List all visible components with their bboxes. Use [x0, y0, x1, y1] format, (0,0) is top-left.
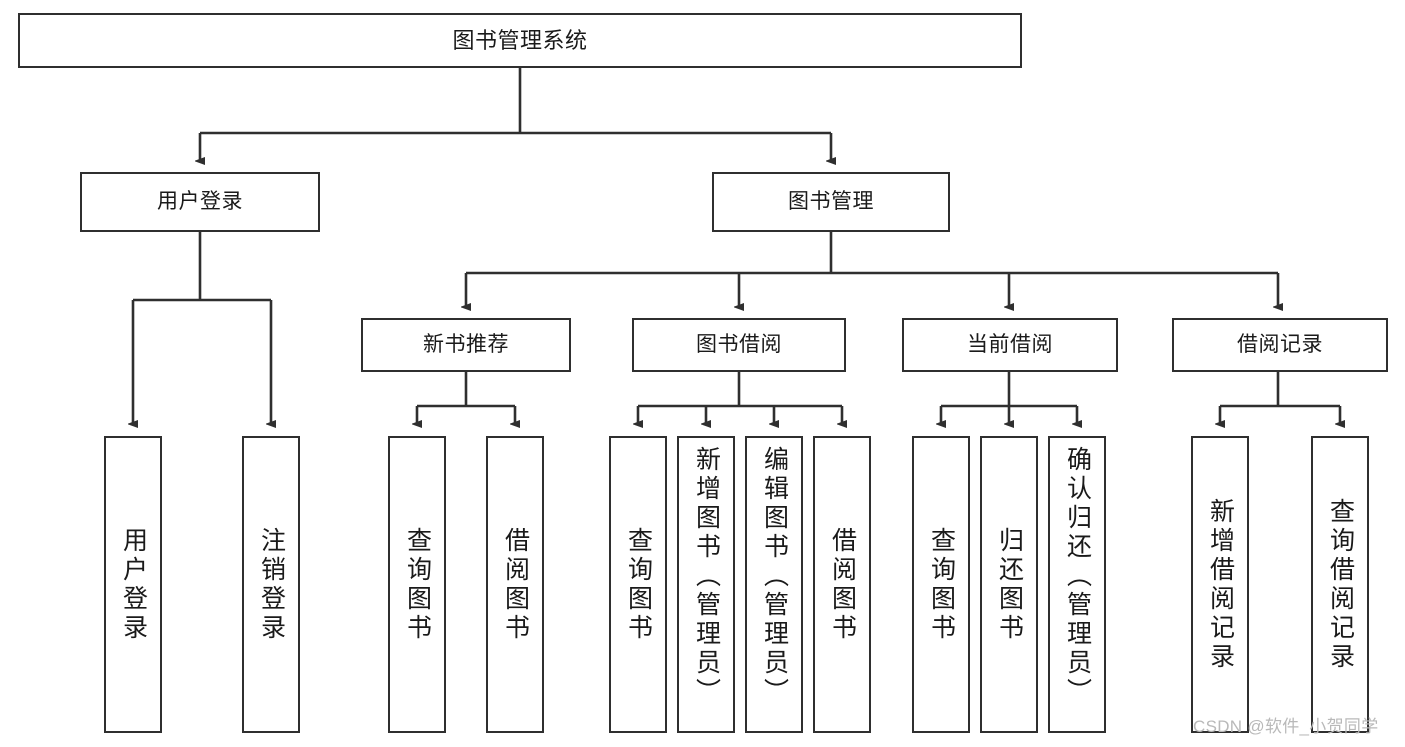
node-user-login[interactable]: 用户登录	[80, 172, 320, 232]
node-label: 新书推荐	[423, 332, 509, 356]
node-leaf-user-login[interactable]: 用户登录	[104, 436, 162, 733]
node-label: 借阅记录	[1237, 332, 1323, 356]
node-label: 图书管理系统	[452, 27, 588, 53]
node-leaf-user-logout[interactable]: 注销登录	[242, 436, 300, 733]
node-label: 查询借阅记录	[1326, 497, 1355, 672]
node-label: 用户登录	[157, 189, 243, 213]
node-label: 当前借阅	[967, 332, 1053, 356]
node-label: 借阅图书	[501, 526, 530, 643]
node-new-book-recommend[interactable]: 新书推荐	[361, 318, 571, 372]
node-label: 用户登录	[119, 526, 148, 643]
node-leaf-query-book-3[interactable]: 查询图书	[912, 436, 970, 733]
node-leaf-query-book-2[interactable]: 查询图书	[609, 436, 667, 733]
node-label: 查询图书	[403, 526, 432, 643]
node-leaf-edit-book[interactable]: 编辑图书（管理员）	[745, 436, 803, 733]
node-label: 查询图书	[927, 526, 956, 643]
node-label: 查询图书	[624, 526, 653, 643]
node-borrow-record[interactable]: 借阅记录	[1172, 318, 1388, 372]
node-leaf-borrow-book-2[interactable]: 借阅图书	[813, 436, 871, 733]
node-label: 编辑图书（管理员）	[760, 446, 789, 707]
node-leaf-query-record[interactable]: 查询借阅记录	[1311, 436, 1369, 733]
node-leaf-query-book-1[interactable]: 查询图书	[388, 436, 446, 733]
node-label: 图书管理	[788, 189, 874, 213]
node-label: 新增图书（管理员）	[692, 446, 721, 707]
node-label: 借阅图书	[828, 526, 857, 643]
node-label: 新增借阅记录	[1206, 497, 1235, 672]
node-current-borrow[interactable]: 当前借阅	[902, 318, 1118, 372]
node-book-borrow[interactable]: 图书借阅	[632, 318, 846, 372]
node-leaf-return-book[interactable]: 归还图书	[980, 436, 1038, 733]
node-leaf-add-book[interactable]: 新增图书（管理员）	[677, 436, 735, 733]
node-label: 归还图书	[995, 526, 1024, 643]
node-book-management[interactable]: 图书管理	[712, 172, 950, 232]
node-label: 注销登录	[257, 526, 286, 643]
csdn-watermark: CSDN @软件_小贺同学	[1193, 717, 1379, 736]
node-leaf-borrow-book-1[interactable]: 借阅图书	[486, 436, 544, 733]
node-label: 确认归还（管理员）	[1063, 446, 1092, 707]
node-leaf-confirm-return[interactable]: 确认归还（管理员）	[1048, 436, 1106, 733]
node-label: 图书借阅	[696, 332, 782, 356]
node-root-system[interactable]: 图书管理系统	[18, 13, 1022, 68]
node-leaf-add-record[interactable]: 新增借阅记录	[1191, 436, 1249, 733]
